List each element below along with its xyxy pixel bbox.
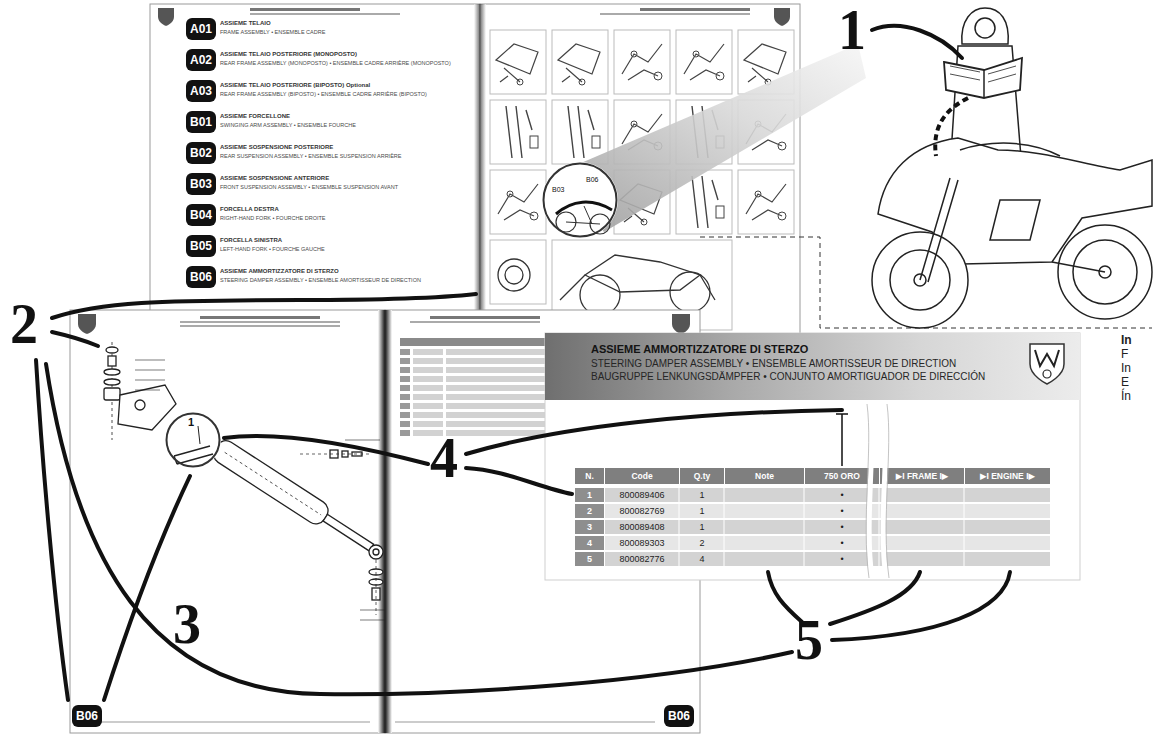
table-cell: • xyxy=(805,553,879,565)
table-header: ▶I ENGINE I▶ xyxy=(965,470,1050,482)
table-cell: 800082776 xyxy=(605,553,679,565)
table-cell: 1 xyxy=(680,489,724,501)
index-subtitle: RIGHT-HAND FORK • FOURCHE DROITE xyxy=(220,215,326,221)
table-header: ▶I FRAME I▶ xyxy=(880,470,964,482)
index-heading: ASSIEME SOSPENSIONE POSTERIORE xyxy=(220,144,333,151)
table-cell: 5 xyxy=(575,553,604,565)
table-cell: 1 xyxy=(680,505,724,517)
index-subtitle: STEERING DAMPER ASSEMBLY • ENSEMBLE AMOR… xyxy=(220,277,421,283)
table-cell: • xyxy=(805,505,879,517)
callout-number: 3 xyxy=(173,596,201,652)
table-header: Note xyxy=(725,470,804,482)
callout-number: 1 xyxy=(838,2,866,58)
page-tab: A03 xyxy=(186,80,216,102)
index-fragment: In xyxy=(1121,334,1132,348)
index-heading: ASSIEME AMMORTIZZATORE DI STERZO xyxy=(220,268,339,275)
page-tab: B04 xyxy=(186,204,216,226)
index-heading: FORCELLA SINISTRA xyxy=(220,237,282,244)
page-tab: B05 xyxy=(186,235,216,257)
tab-code: A02 xyxy=(190,53,212,67)
page-tab: A02 xyxy=(186,49,216,71)
index-heading: ASSIEME SOSPENSIONE ANTERIORE xyxy=(220,175,329,182)
table-cell: 2 xyxy=(680,537,724,549)
tab-code: A01 xyxy=(190,22,212,36)
index-subtitle: REAR FRAME ASSEMBLY (MONOPOSTO) • ENSEMB… xyxy=(220,60,451,66)
table-cell: 3 xyxy=(575,521,604,533)
page-tab: B06 xyxy=(664,705,694,727)
index-subtitle: REAR FRAME ASSEMBLY (BIPOSTO) • ENSEMBLE… xyxy=(220,91,427,97)
page-tab: B02 xyxy=(186,142,216,164)
table-header: Q.ty xyxy=(680,470,724,482)
magnified-text: B03 xyxy=(552,186,564,193)
magnifier-circle: B03 B06 xyxy=(542,162,618,238)
callout-number: 2 xyxy=(10,296,38,352)
title-line: ASSIEME AMMORTIZZATORE DI STERZO xyxy=(591,342,1018,357)
index-subtitle: REAR SUSPENSION ASSEMBLY • ENSEMBLE SUSP… xyxy=(220,153,401,159)
table-cell: • xyxy=(805,521,879,533)
magnifier-detail xyxy=(165,412,221,468)
table-header: N. xyxy=(575,470,604,482)
page-tab: A01 xyxy=(186,18,216,40)
index-subtitle: FRAME ASSEMBLY • ENSEMBLE CADRE xyxy=(220,29,325,35)
tab-code: B01 xyxy=(190,115,212,129)
leader-line xyxy=(872,26,962,58)
tab-code: B02 xyxy=(190,146,212,160)
table-header: 750 ORO xyxy=(805,470,879,482)
page-tab: B03 xyxy=(186,173,216,195)
magnifier-ring xyxy=(167,414,220,467)
index-fragment: In xyxy=(1121,362,1131,376)
title-band: ASSIEME AMMORTIZZATORE DI STERZOSTEERING… xyxy=(545,333,1080,400)
tab-code: B05 xyxy=(190,239,212,253)
index-fragment: E xyxy=(1121,376,1129,390)
tab-code: B06 xyxy=(76,709,98,723)
index-subtitle: SWINGING ARM ASSEMBLY • ENSEMBLE FOURCHE xyxy=(220,122,356,128)
motorcycle-figure xyxy=(872,8,1152,328)
table-cell: 800082769 xyxy=(605,505,679,517)
table-cell: 4 xyxy=(680,553,724,565)
magnifier-circle: 1 xyxy=(165,412,221,468)
magnifier-detail xyxy=(542,162,618,238)
index-subtitle: LEFT-HAND FORK • FOURCHE GAUCHE xyxy=(220,246,325,252)
table-cell: 1 xyxy=(680,521,724,533)
page-tab: B06 xyxy=(72,705,102,727)
table-cell: 1 xyxy=(575,489,604,501)
tab-code: A03 xyxy=(190,84,212,98)
callout-number: 5 xyxy=(795,612,823,668)
table-cell: 2 xyxy=(575,505,604,517)
tab-code: B03 xyxy=(190,177,212,191)
index-heading: ASSIEME TELAIO POSTERIORE (BIPOSTO) Opti… xyxy=(220,82,370,89)
tab-code: B06 xyxy=(190,270,212,284)
dashed-leader xyxy=(935,98,968,156)
tab-code: B06 xyxy=(668,709,690,723)
magnified-text: 1 xyxy=(188,417,194,428)
page-tab: B06 xyxy=(186,266,216,288)
index-fragment: F xyxy=(1121,348,1128,362)
title-line: BAUGRUPPE LENKUNGSDÄMPFER • CONJUNTO AMO… xyxy=(591,370,1018,384)
table-cell: 800089303 xyxy=(605,537,679,549)
magnifier-ring xyxy=(544,164,617,237)
index-heading: FORCELLA DESTRA xyxy=(220,206,279,213)
table-cell: 4 xyxy=(575,537,604,549)
table-cell: 800089408 xyxy=(605,521,679,533)
tab-code: B04 xyxy=(190,208,212,222)
index-subtitle: FRONT SUSPENSION ASSEMBLY • ENSEMBLE SUS… xyxy=(220,184,398,190)
table-cell: • xyxy=(805,489,879,501)
table-cell: 800089406 xyxy=(605,489,679,501)
index-heading: ASSIEME TELAIO xyxy=(220,20,271,27)
table-header: Code xyxy=(605,470,679,482)
title-line: STEERING DAMPER ASSEMBLY • ENSEMBLE AMOR… xyxy=(591,357,1018,371)
magnifier-outline xyxy=(542,162,618,238)
callout-number: 4 xyxy=(430,430,458,486)
parts-table xyxy=(545,333,1080,580)
index-heading: ASSIEME FORCELLONE xyxy=(220,113,290,120)
page-tab: B01 xyxy=(186,111,216,133)
index-fragment: Ín xyxy=(1121,390,1131,404)
magnified-text: B06 xyxy=(586,176,598,183)
table-cell: • xyxy=(805,537,879,549)
index-heading: ASSIEME TELAIO POSTERIORE (MONOPOSTO) xyxy=(220,51,357,58)
